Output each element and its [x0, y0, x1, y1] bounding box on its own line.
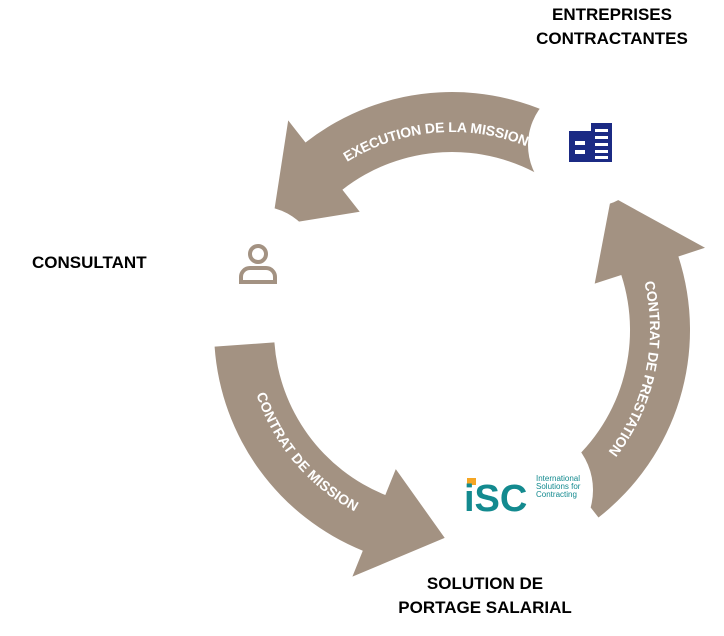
person-icon: [239, 244, 277, 284]
isc-text-2: Solutions for: [536, 482, 581, 491]
arrow-1: [271, 92, 579, 226]
isc-logo: iSC International Solutions for Contract…: [464, 474, 581, 520]
consultant-label: CONSULTANT: [32, 253, 147, 272]
enterprises-label-line2: CONTRACTANTES: [536, 29, 688, 48]
isc-text-1: International: [536, 474, 580, 483]
portage-label-line1: SOLUTION DE: [426, 574, 544, 593]
enterprises-label-line1: ENTREPRISES: [552, 5, 672, 24]
portage-label: SOLUTION DE PORTAGE SALARIAL: [375, 572, 595, 620]
isc-text-3: Contracting: [536, 490, 577, 499]
arrow-2: [561, 196, 705, 518]
portage-label-line2: PORTAGE SALARIAL: [398, 598, 572, 617]
isc-mark: iSC: [464, 478, 527, 520]
enterprises-label: ENTREPRISES CONTRACTANTES: [512, 3, 712, 51]
portage-node: [461, 424, 593, 556]
arrow-3: [214, 342, 445, 577]
building-icon: [569, 123, 612, 162]
